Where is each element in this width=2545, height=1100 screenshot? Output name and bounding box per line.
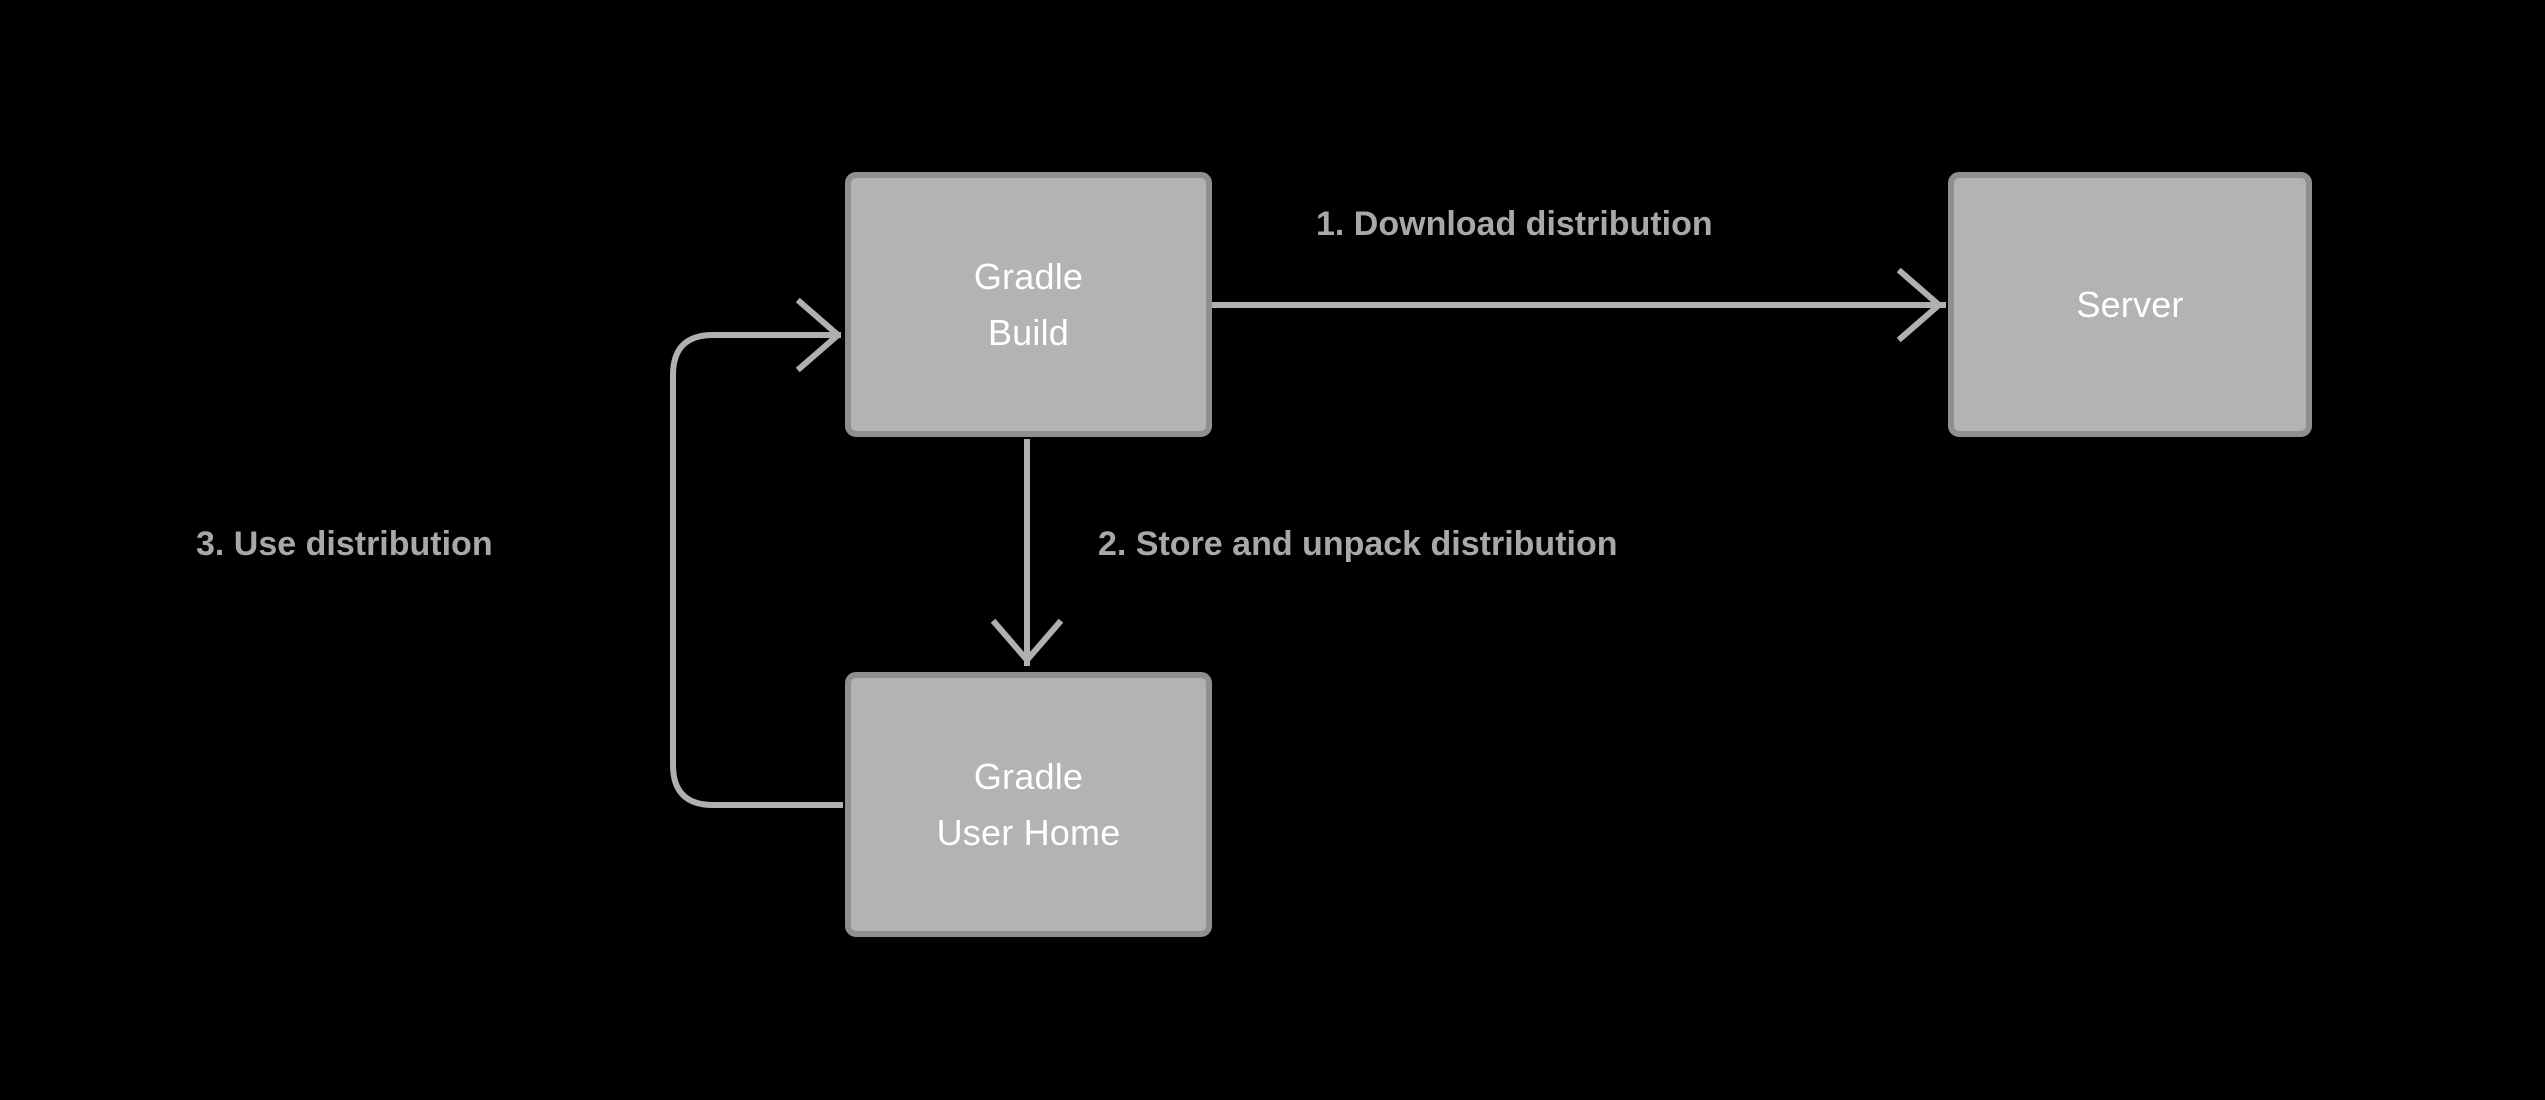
chevron-right-icon-to-gradle-build <box>795 297 841 373</box>
chevron-right-icon-to-server <box>1896 267 1942 343</box>
node-server-label-line-1: Server <box>2076 283 2184 325</box>
node-server[interactable]: Server <box>1948 172 2312 437</box>
edge-label-use-distribution: 3. Use distribution <box>196 525 493 563</box>
node-gradle-build[interactable]: Gradle Build <box>845 172 1212 437</box>
node-gradle-build-label-line-1: Gradle <box>973 255 1084 297</box>
node-gradle-user-home-label-line-2: User Home <box>936 811 1121 853</box>
node-gradle-build-label-line-2: Build <box>987 311 1070 353</box>
node-gradle-user-home[interactable]: Gradle User Home <box>845 672 1212 937</box>
chevron-down-icon-to-user-home <box>990 618 1064 663</box>
node-gradle-user-home-label-line-1: Gradle <box>973 755 1084 797</box>
edge-use-distribution-line <box>670 332 843 808</box>
edge-label-store-unpack-distribution: 2. Store and unpack distribution <box>1098 525 1618 563</box>
edge-label-download-distribution: 1. Download distribution <box>1316 205 1713 243</box>
